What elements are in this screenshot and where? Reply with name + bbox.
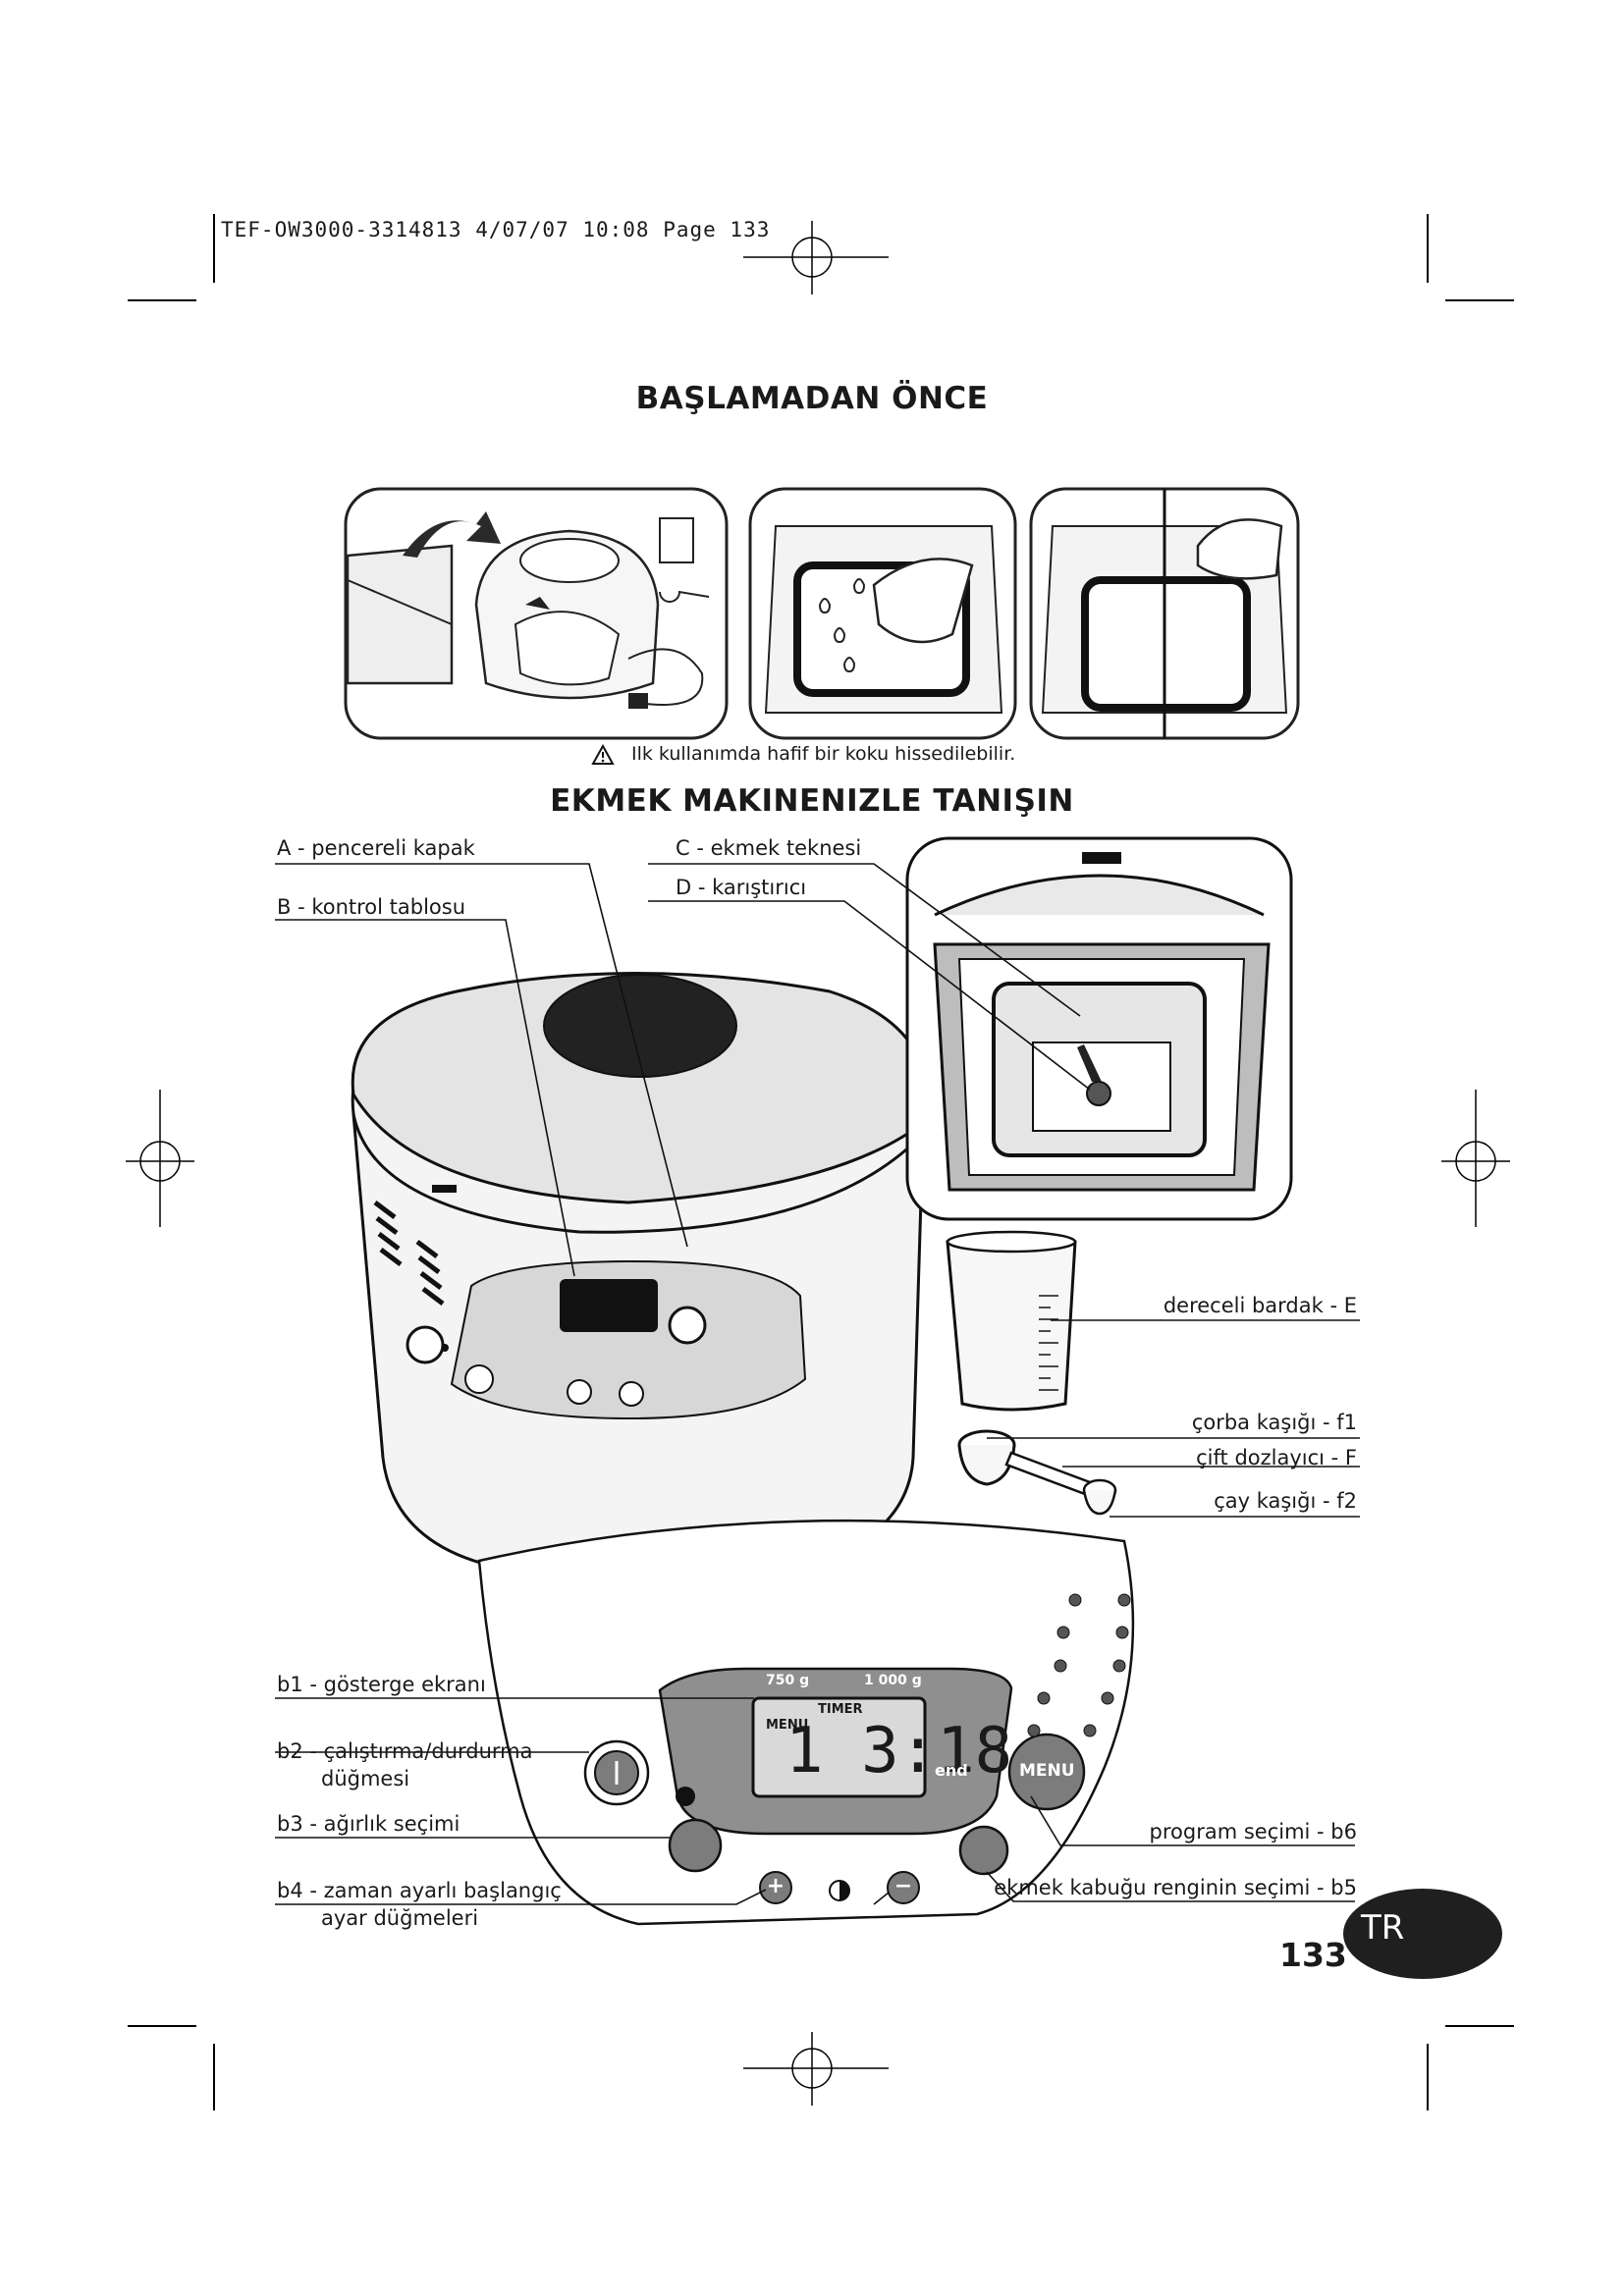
label-b1-display: b1 - gösterge ekranı xyxy=(277,1673,486,1696)
bread-machine-illustration xyxy=(351,972,931,1587)
registration-target-bottom xyxy=(743,2032,889,2106)
label-b6-program: program seçimi - b6 xyxy=(1149,1820,1357,1843)
label-a-window-lid: A - pencereli kapak xyxy=(277,836,475,860)
panel-timer-label: TIMER xyxy=(818,1702,863,1717)
print-slug: TEF-OW3000-3314813 4/07/07 10:08 Page 13… xyxy=(221,218,771,241)
preparation-illustrations xyxy=(344,487,1300,740)
label-f2-teaspoon: çay kaşığı - f2 xyxy=(1214,1489,1357,1513)
minus-button[interactable]: − xyxy=(893,1874,913,1898)
panel-display-time: 1 3:18 xyxy=(785,1715,1013,1788)
cleaning-pan-illustration xyxy=(748,487,1017,740)
bread-pan-inset xyxy=(905,836,1293,1221)
label-b2-start-stop: b2 - çalıştırma/durdurma xyxy=(277,1739,533,1763)
label-f-dual-doser: çift dozlayıcı - F xyxy=(1196,1446,1357,1469)
label-b-control-panel: B - kontrol tablosu xyxy=(277,895,466,919)
language-badge: TR xyxy=(1343,1889,1502,1979)
registration-target-top xyxy=(743,221,889,294)
measuring-accessories xyxy=(946,1230,1117,1516)
panel-weight-750: 750 g xyxy=(766,1673,810,1688)
panel-menu-small: MENU xyxy=(766,1718,809,1733)
label-d-kneading-paddle: D - karıştırıcı xyxy=(676,876,807,899)
page-number: 133 xyxy=(1279,1936,1347,1974)
label-c-bread-pan: C - ekmek teknesi xyxy=(676,836,862,860)
warning-text: Ilk kullanımda hafif bir koku hissedileb… xyxy=(631,743,1016,765)
label-b4-delay-timer: b4 - zaman ayarlı başlangıç xyxy=(277,1879,562,1902)
section-title-meet-machine: EKMEK MAKINENIZLE TANIŞIN xyxy=(550,783,1074,819)
panel-weight-1000: 1 000 g xyxy=(864,1673,922,1688)
panel-end-label: end xyxy=(935,1761,968,1780)
label-b3-weight: b3 - ağırlık seçimi xyxy=(277,1812,460,1836)
registration-target-right xyxy=(1441,1090,1510,1227)
label-b5-crust-colour: ekmek kabuğu renginin seçimi - b5 xyxy=(994,1876,1357,1899)
plus-button[interactable]: + xyxy=(766,1874,785,1898)
label-f1-tablespoon: çorba kaşığı - f1 xyxy=(1191,1411,1357,1434)
unpacking-illustration xyxy=(344,487,729,740)
menu-button[interactable]: MENU xyxy=(1019,1761,1075,1781)
language-badge-text: TR xyxy=(1361,1908,1405,1948)
cleaning-chamber-illustration xyxy=(1029,487,1300,740)
registration-target-left xyxy=(126,1090,194,1227)
warning-icon xyxy=(591,744,615,765)
label-b2-button: düğmesi xyxy=(321,1767,410,1790)
label-e-measuring-cup: dereceli bardak - E xyxy=(1163,1294,1357,1317)
label-b4-buttons: ayar düğmeleri xyxy=(321,1906,479,1930)
section-title-before-start: BAŞLAMADAN ÖNCE xyxy=(635,381,989,416)
